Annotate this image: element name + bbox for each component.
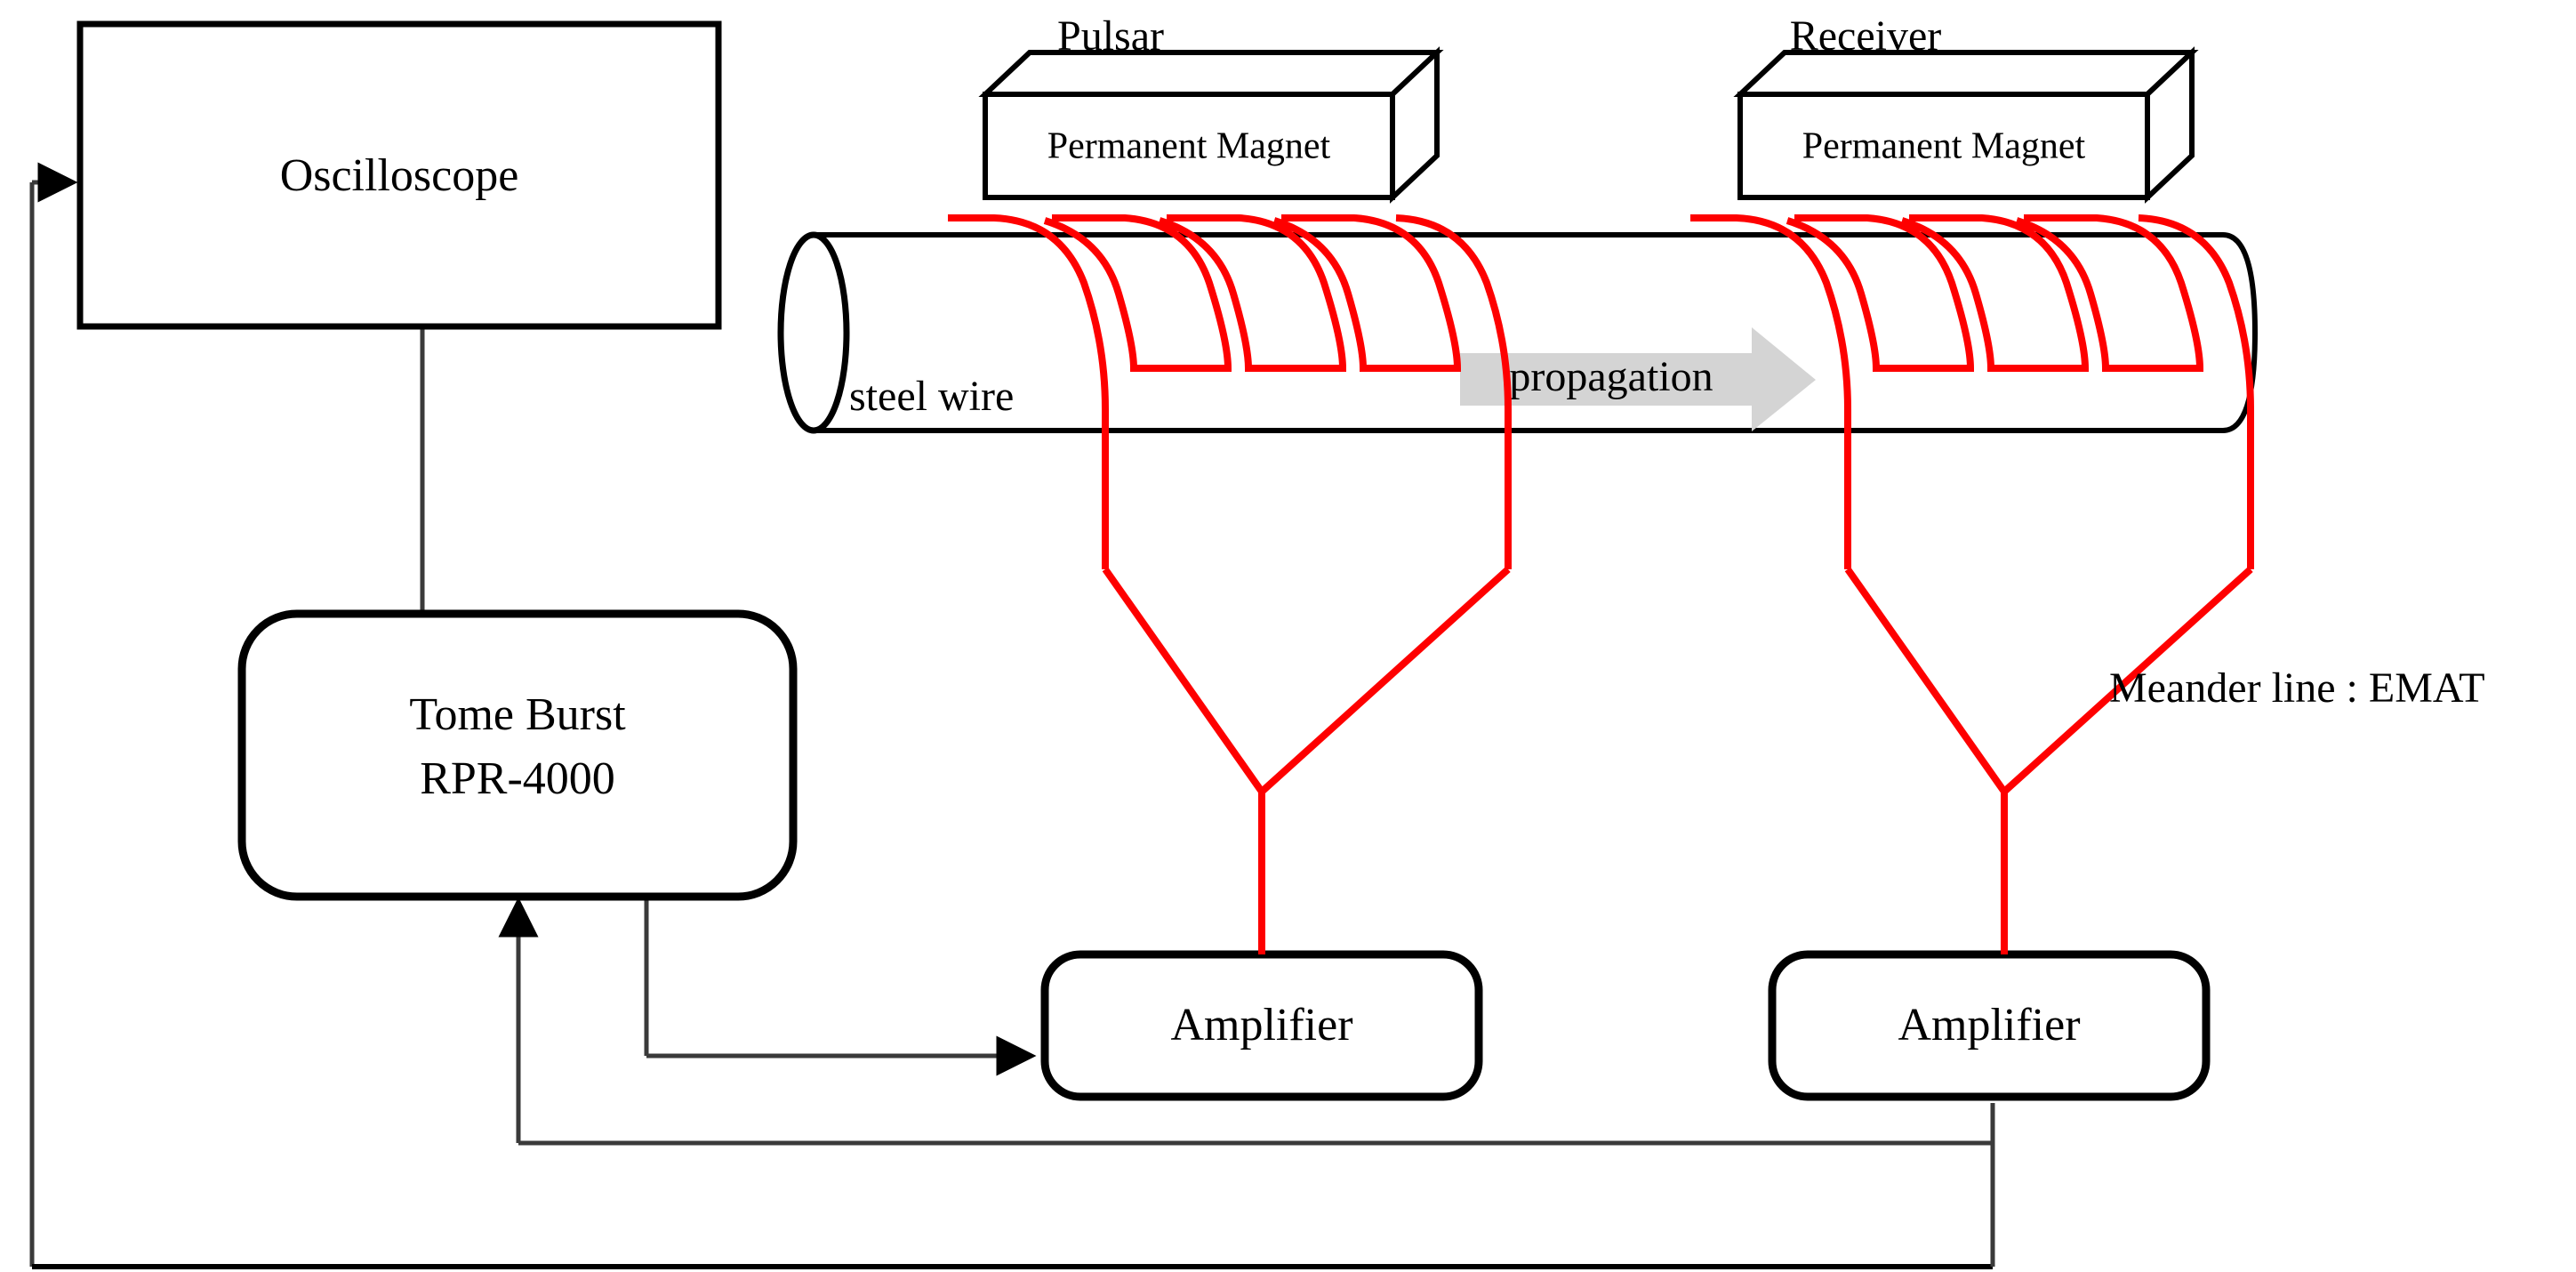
amplifier-left-box[interactable]: Amplifier [1040,950,1483,1101]
receiver-permanent-magnet-block: Permanent Magnet [1733,46,2199,204]
meander-line-legend: Meander line : EMAT [2109,664,2485,712]
receiver-permanent-magnet-label: Permanent Magnet [1802,126,2086,167]
steel-wire-label: steel wire [849,373,1014,420]
tone-burst-label-line1: Tome Burst [409,689,626,740]
wire-toneburst-to-left-amplifier [644,894,1037,1076]
pulsar-permanent-magnet-label: Permanent Magnet [1047,126,1331,167]
amplifier-right-label: Amplifier [1898,1000,2080,1051]
oscilloscope-box[interactable]: Oscilloscope [76,20,722,330]
pulsar-meander-coil [948,214,1512,954]
tone-burst-generator-box[interactable]: Tome Burst RPR-4000 [237,609,798,901]
propagation-arrow: propagation [1460,327,1816,431]
amplifier-left-label: Amplifier [1170,1000,1352,1051]
pulsar-permanent-magnet-block: Permanent Magnet [978,46,1444,204]
wire-right-amplifier-to-toneburst [498,897,1995,1146]
amplifier-right-box[interactable]: Amplifier [1768,950,2211,1101]
tone-burst-label-line2: RPR-4000 [420,753,615,804]
receiver-meander-coil [1690,214,2254,954]
pulsar-transducer[interactable]: Pulsar Permanent Magnet [948,12,1512,954]
propagation-label: propagation [1509,353,1713,400]
oscilloscope-label: Oscilloscope [280,150,519,201]
steel-wire-cylinder: steel wire [777,231,2259,434]
receiver-transducer[interactable]: Receiver Permanent Magnet [1690,12,2254,954]
